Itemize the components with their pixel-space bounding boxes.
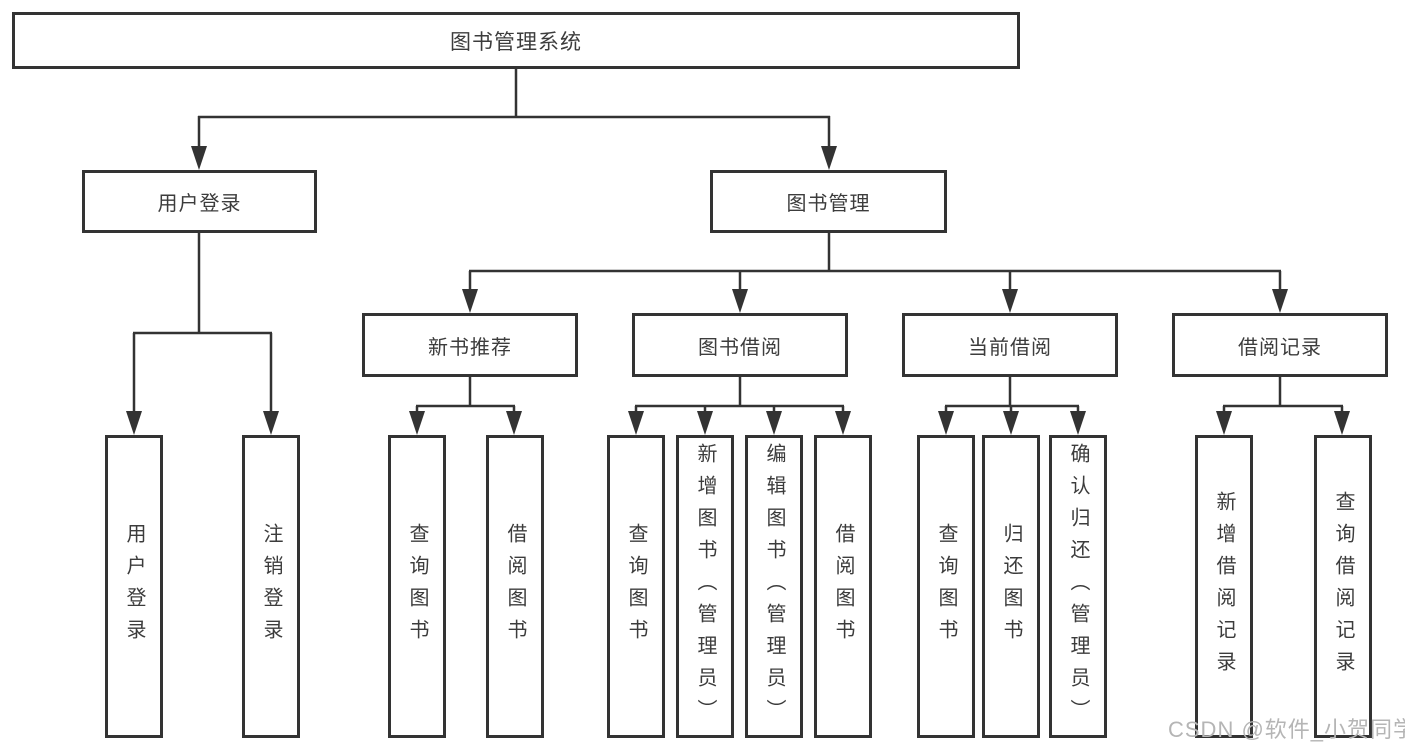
leaf-user-login: 用户登录 (105, 435, 163, 738)
leaf-label: 归还图书 (1000, 522, 1022, 651)
leaf-label: 借阅图书 (504, 522, 526, 651)
leaf-query-books-recommend: 查询图书 (388, 435, 446, 738)
leaf-query-borrow-record: 查询借阅记录 (1314, 435, 1372, 738)
leaf-label: 借阅图书 (832, 522, 854, 651)
node-new-book-recommend: 新书推荐 (362, 313, 578, 377)
node-root-system: 图书管理系统 (12, 12, 1020, 69)
leaf-confirm-return-admin: 确认归还（管理员） (1049, 435, 1107, 738)
leaf-label: 查询图书 (935, 522, 957, 651)
leaf-label: 编辑图书（管理员） (763, 442, 785, 731)
leaf-label: 新增图书（管理员） (694, 442, 716, 731)
leaf-label: 查询图书 (406, 522, 428, 651)
leaf-borrow-books-borrowing: 借阅图书 (814, 435, 872, 738)
node-user-login: 用户登录 (82, 170, 317, 233)
leaf-query-books-borrowing: 查询图书 (607, 435, 665, 738)
leaf-label: 确认归还（管理员） (1067, 442, 1089, 731)
leaf-label: 查询图书 (625, 522, 647, 651)
node-book-borrowing: 图书借阅 (632, 313, 848, 377)
node-book-management: 图书管理 (710, 170, 947, 233)
leaf-label: 注销登录 (260, 522, 282, 651)
leaf-query-books-current: 查询图书 (917, 435, 975, 738)
leaf-label: 用户登录 (123, 522, 145, 651)
leaf-borrow-books-recommend: 借阅图书 (486, 435, 544, 738)
node-current-borrowing: 当前借阅 (902, 313, 1118, 377)
leaf-label: 查询借阅记录 (1332, 490, 1354, 683)
leaf-edit-books-admin: 编辑图书（管理员） (745, 435, 803, 738)
leaf-add-borrow-record: 新增借阅记录 (1195, 435, 1253, 738)
leaf-logout: 注销登录 (242, 435, 300, 738)
leaf-add-books-admin: 新增图书（管理员） (676, 435, 734, 738)
csdn-watermark: CSDN @软件_小贺同学 (1168, 717, 1405, 742)
leaf-return-books: 归还图书 (982, 435, 1040, 738)
leaf-label: 新增借阅记录 (1213, 490, 1235, 683)
node-borrowing-records: 借阅记录 (1172, 313, 1388, 377)
